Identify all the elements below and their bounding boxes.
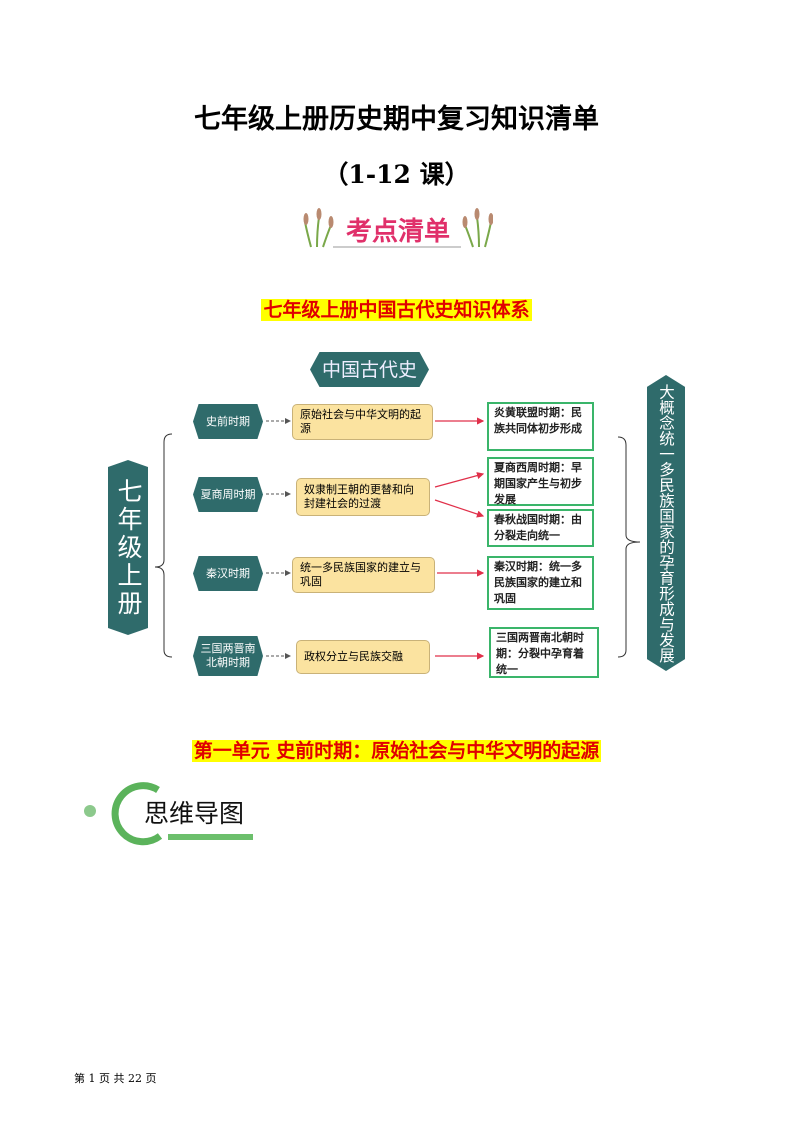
mindmap-logo: 思维导图 xyxy=(80,776,255,848)
period-three-kingdoms: 三国两晋南北朝时期 xyxy=(193,636,263,676)
theme-box: 原始社会与中华文明的起源 xyxy=(292,404,433,440)
theme-box: 奴隶制王朝的更替和向封建社会的过渡 xyxy=(296,478,430,516)
period-prehistoric: 史前时期 xyxy=(193,404,263,439)
right-bracket xyxy=(617,436,641,658)
result-box: 春秋战国时期：由分裂走向统一 xyxy=(487,509,594,547)
exam-points-banner: 考点清单 xyxy=(303,207,493,251)
diagram-root: 中国古代史 xyxy=(310,352,429,387)
result-box: 炎黄联盟时期：民族共同体初步形成 xyxy=(487,402,594,451)
result-box: 夏商西周时期：早期国家产生与初步发展 xyxy=(487,457,594,506)
page-subtitle: （1-12 课） xyxy=(323,160,470,189)
period-xia-shang-zhou: 夏商周时期 xyxy=(193,477,263,512)
section-heading-knowledge-system: 七年级上册中国古代史知识体系 xyxy=(261,299,532,321)
mindmap-logo-text: 思维导图 xyxy=(144,799,245,828)
mindmap-circle-icon xyxy=(84,782,253,846)
right-label-text: 大概念统一多民族国家的孕育形成与发展 xyxy=(657,383,675,663)
period-qin-han: 秦汉时期 xyxy=(193,556,263,591)
left-bracket xyxy=(154,433,173,658)
page-title: 七年级上册历史期中复习知识清单 xyxy=(194,104,599,135)
right-label: 大概念统一多民族国家的孕育形成与发展 xyxy=(647,375,685,671)
result-box: 三国两晋南北朝时期：分裂中孕育着统一 xyxy=(489,627,599,678)
banner-text: 考点清单 xyxy=(345,217,450,247)
result-box: 秦汉时期：统一多民族国家的建立和巩固 xyxy=(487,556,594,610)
wheat-decoration-icon xyxy=(303,208,493,248)
section-heading-unit-one: 第一单元 史前时期：原始社会与中华文明的起源 xyxy=(191,740,602,762)
left-label: 七年级上册 xyxy=(108,460,148,635)
theme-box: 政权分立与民族交融 xyxy=(296,640,430,674)
theme-box: 统一多民族国家的建立与巩固 xyxy=(292,557,435,593)
page-footer: 第 1 页 共 22 页 xyxy=(74,1072,157,1085)
left-label-text: 七年级上册 xyxy=(114,477,143,618)
